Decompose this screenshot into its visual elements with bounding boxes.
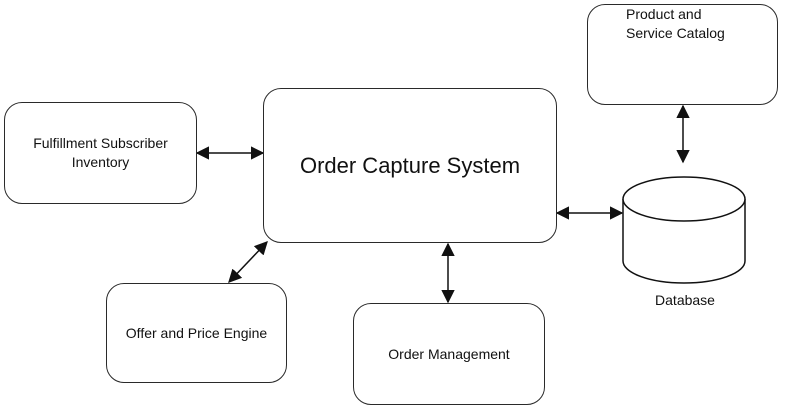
node-fulfillment-line-2: Inventory [71, 154, 130, 170]
node-fulfillment-subscriber-inventory: Fulfillment Subscriber Inventory [4, 102, 197, 204]
node-product-service-catalog: Product and Service Catalog [587, 4, 778, 105]
node-offer-price-label: Offer and Price Engine [125, 324, 268, 341]
node-order-management-label: Order Management [388, 345, 510, 362]
node-product-catalog-line-2: Service Catalog [626, 25, 725, 41]
node-order-capture-system: Order Capture System [263, 88, 557, 243]
database-cylinder-icon [622, 176, 746, 284]
node-order-management: Order Management [353, 303, 545, 405]
node-order-capture-label: Order Capture System [299, 152, 521, 178]
node-product-catalog-line-1: Product and [626, 6, 702, 22]
node-offer-price-engine: Offer and Price Engine [106, 283, 287, 383]
node-fulfillment-line-1: Fulfillment Subscriber [33, 135, 168, 151]
node-database-label: Database [655, 292, 715, 308]
edge-order-capture-offer-price [228, 241, 268, 283]
